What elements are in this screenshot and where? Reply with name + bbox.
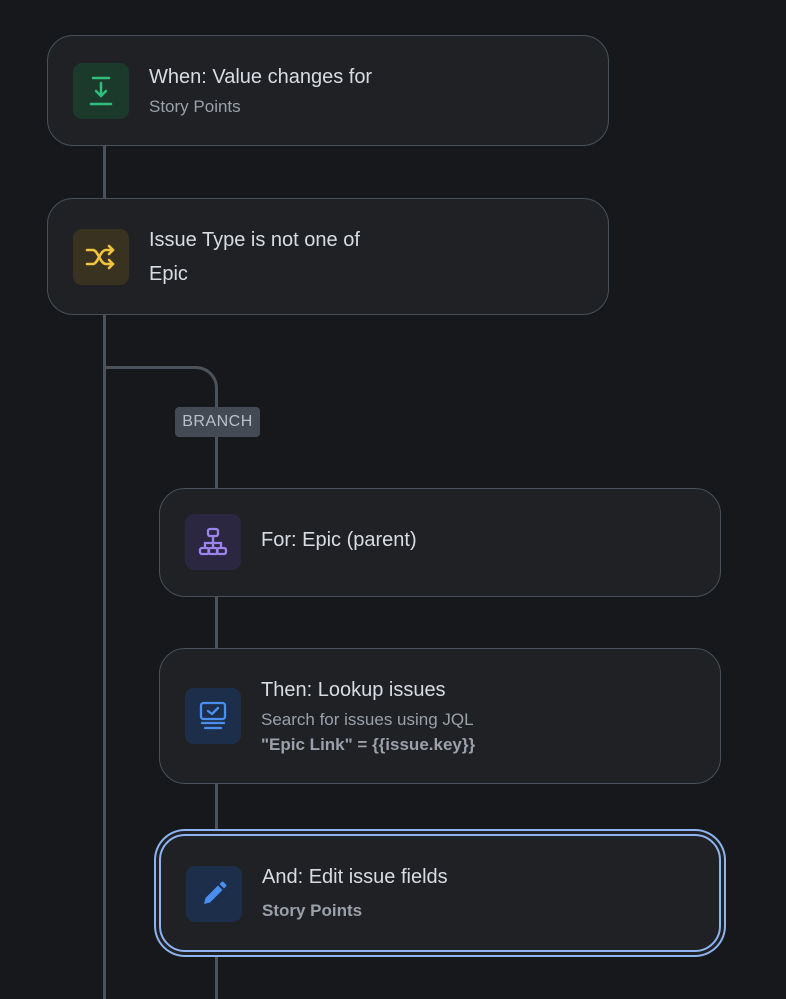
lookup-action-card[interactable]: Then: Lookup issues Search for issues us… bbox=[159, 648, 721, 784]
edit-fields-action-card[interactable]: And: Edit issue fields Story Points bbox=[159, 834, 721, 952]
branch-rule-title: For: Epic (parent) bbox=[261, 529, 417, 551]
branch-rule-icon-box bbox=[185, 514, 241, 570]
branch-rule-card[interactable]: For: Epic (parent) bbox=[159, 488, 721, 597]
trigger-card[interactable]: When: Value changes for Story Points bbox=[47, 35, 609, 146]
trigger-icon-box bbox=[73, 63, 129, 119]
lookup-icon-box bbox=[185, 688, 241, 744]
condition-card[interactable]: Issue Type is not one of Epic bbox=[47, 198, 609, 315]
lookup-jql-query: "Epic Link" = {{issue.key}} bbox=[261, 735, 476, 754]
monitor-check-icon bbox=[199, 701, 227, 730]
hierarchy-icon bbox=[198, 527, 228, 556]
condition-line2: Epic bbox=[149, 263, 188, 285]
trigger-subtitle: Story Points bbox=[149, 97, 241, 116]
branch-badge: BRANCH bbox=[175, 407, 260, 437]
edit-title: And: Edit issue fields bbox=[262, 866, 448, 888]
shuffle-icon bbox=[85, 244, 115, 270]
trigger-title: When: Value changes for bbox=[149, 66, 373, 88]
lookup-subtitle: Search for issues using JQL bbox=[261, 710, 474, 729]
download-arrow-icon bbox=[89, 76, 113, 106]
pencil-icon bbox=[204, 881, 227, 904]
condition-icon-box bbox=[73, 229, 129, 285]
lookup-title: Then: Lookup issues bbox=[261, 679, 446, 701]
edit-subtitle: Story Points bbox=[262, 901, 363, 920]
edit-icon-box bbox=[186, 866, 242, 922]
branch-connector-curve bbox=[104, 366, 218, 406]
condition-line1: Issue Type is not one of bbox=[149, 229, 360, 251]
main-connector-line bbox=[103, 146, 106, 999]
